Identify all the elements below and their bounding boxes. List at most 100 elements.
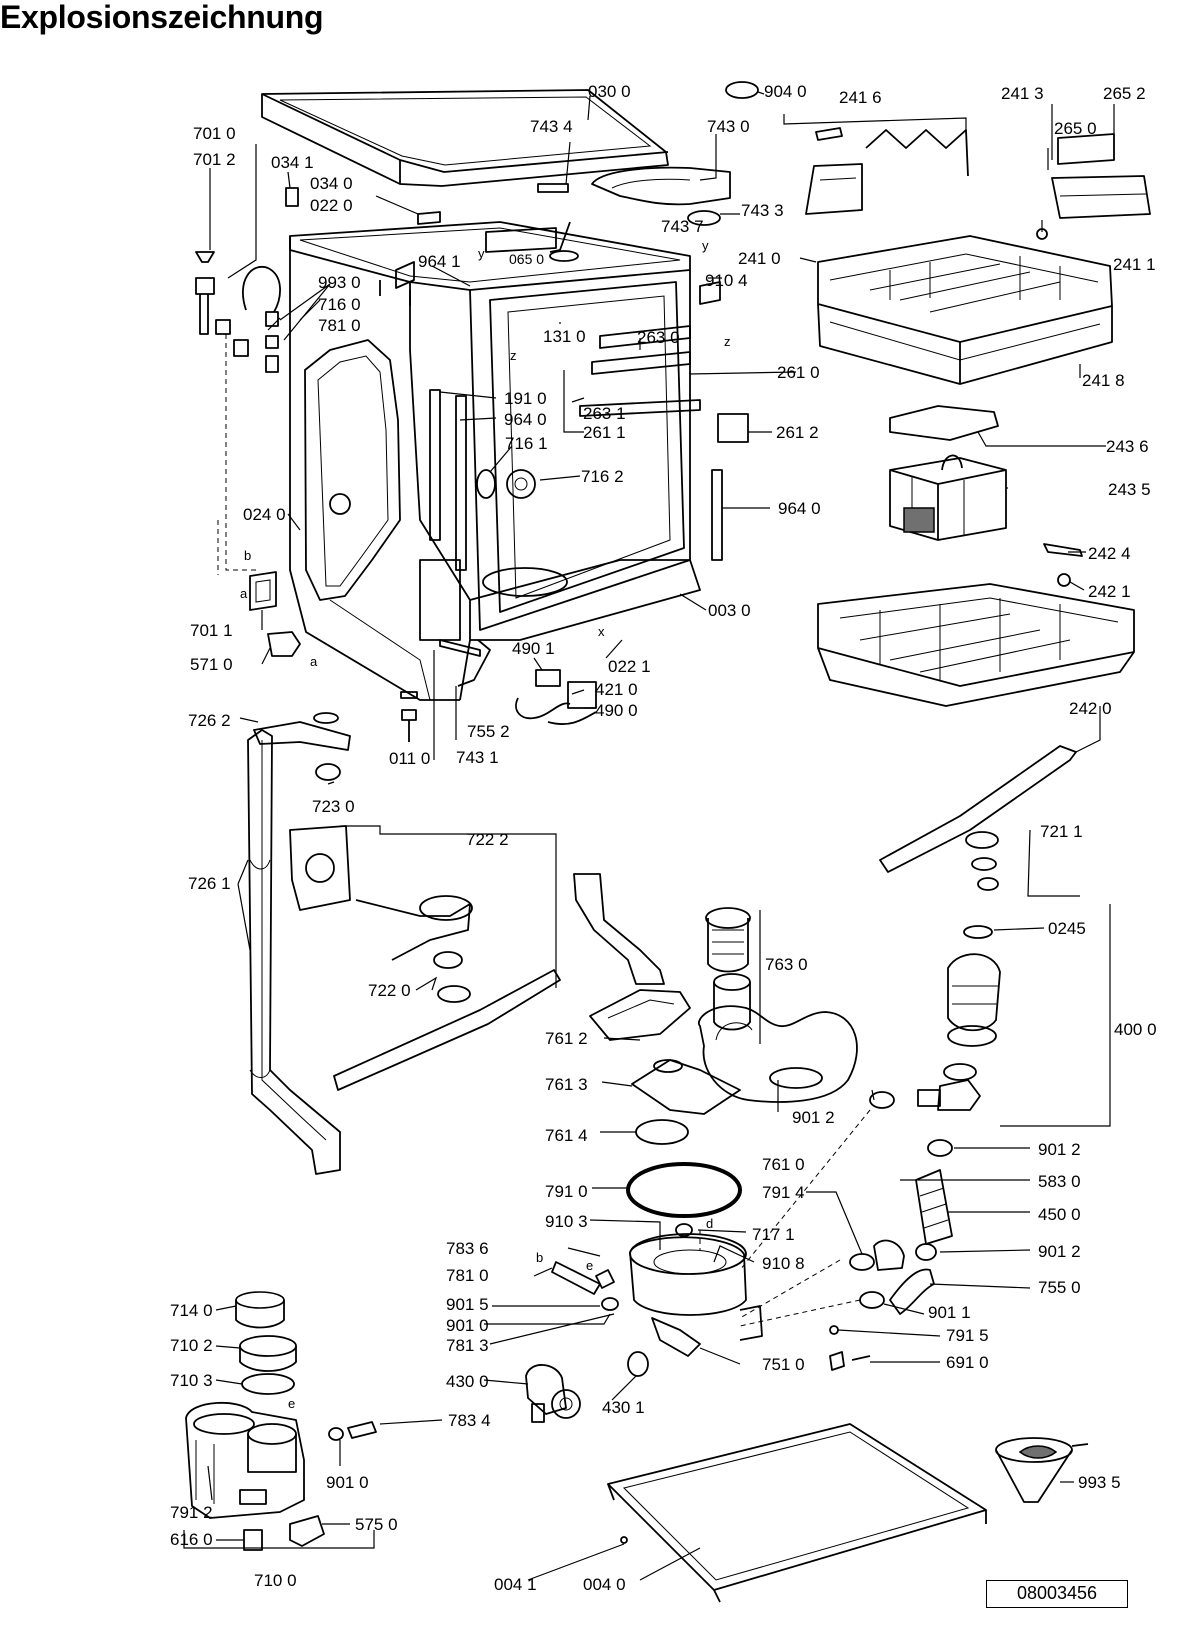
part-label: 034 1 [271, 153, 314, 172]
letter-mark: a [310, 654, 318, 669]
funnel-993-5-part [995, 1437, 1089, 1503]
part-label: 791 5 [946, 1326, 989, 1345]
filter-plate-761-0-part [697, 1005, 858, 1103]
part-label: 004 1 [494, 1575, 537, 1594]
letter-mark: d [706, 1216, 713, 1231]
part-label: 030 0 [588, 82, 631, 101]
worktop-part [261, 89, 669, 187]
upper-spray-arm-722-0-part [333, 951, 561, 1091]
letter-mark: b [244, 548, 251, 563]
clamp-901-2-bottom-part [915, 1243, 937, 1261]
part-label: 781 0 [446, 1266, 489, 1285]
seal-726-2-part [313, 712, 339, 724]
page-title: Explosionszeichnung [0, 0, 324, 35]
part-label: 701 1 [190, 621, 233, 640]
part-label: 781 0 [318, 316, 361, 335]
part-label: 901 2 [1038, 1140, 1081, 1159]
part-label: 131 0 [543, 327, 586, 346]
letter-mark: z [510, 348, 517, 363]
part-label: 011 0 [389, 749, 430, 768]
part-label: 964 1 [418, 252, 461, 271]
part-label: 755 2 [467, 722, 510, 741]
softener-710-0-part [185, 1291, 305, 1519]
part-label: 722 2 [466, 830, 509, 849]
seal-791-0-part [626, 1162, 742, 1218]
clip-242-4-part [1043, 543, 1083, 557]
part-label: 743 3 [741, 201, 784, 220]
part-label: 901 2 [792, 1108, 835, 1127]
part-label: 716 0 [318, 295, 361, 314]
part-label: 726 2 [188, 711, 231, 730]
part-label: 430 0 [446, 1372, 489, 1391]
part-label: 710 3 [170, 1371, 213, 1390]
part-label: 993 5 [1078, 1473, 1121, 1492]
part-label: 034 0 [310, 174, 353, 193]
rack-holder-241-6-part [805, 127, 969, 215]
lower-spray-arm-721-1-part [879, 745, 1077, 891]
sump-cover-761-3-part [631, 1059, 741, 1115]
part-label: 791 4 [762, 1183, 805, 1202]
pipe-761-x-part [573, 873, 665, 985]
bracket-701-1-part [249, 571, 277, 611]
switch-490-1-part [515, 669, 597, 725]
part-label: 400 0 [1114, 1020, 1157, 1039]
part-label: 450 0 [1038, 1205, 1081, 1224]
part-label: 490 1 [512, 639, 555, 658]
part-label: 710 2 [170, 1336, 213, 1355]
part-label: 022 0 [310, 196, 353, 215]
part-label: 743 0 [707, 117, 750, 136]
clamp-901-2-lower-part [927, 1139, 953, 1157]
cap-904-0-part [725, 81, 759, 99]
part-label: 743 4 [530, 117, 573, 136]
connection-line [739, 1259, 841, 1319]
sump-751-0-part [629, 1233, 763, 1357]
part-label: 721 1 [1040, 822, 1083, 841]
part-label: 781 3 [446, 1336, 489, 1355]
holder-761-2-part [589, 989, 691, 1041]
part-label: 993 0 [318, 273, 361, 292]
letter-mark: y [478, 246, 485, 261]
cutlery-basket-243-5-part [889, 454, 1007, 541]
part-label: 964 0 [504, 410, 547, 429]
hose-993-0-part [242, 265, 281, 373]
part-label: 490 0 [595, 701, 638, 720]
part-label: 716 2 [581, 467, 624, 486]
part-label: 003 0 [708, 601, 751, 620]
part-label: 241 1 [1113, 255, 1156, 274]
part-label: 065 0 [509, 251, 544, 267]
valve-571-0-part [267, 631, 301, 657]
seal-761-4-part [635, 1119, 689, 1145]
base-004-0-part [607, 1423, 987, 1603]
hose-guide-line [225, 334, 256, 571]
cabinet-tub-part [289, 211, 749, 701]
cap-717-1-part [675, 1223, 693, 1237]
washer-0245-part [963, 925, 993, 939]
filter-763-0-part [705, 907, 751, 1031]
part-label: 743 1 [456, 748, 499, 767]
part-label: 243 5 [1108, 480, 1151, 499]
part-label: 263 1 [583, 404, 626, 423]
seal-791-4-part [849, 1253, 875, 1271]
letter-mark: e [288, 1396, 295, 1411]
part-label: 791 2 [170, 1503, 213, 1522]
part-label: 242 0 [1069, 699, 1112, 718]
part-label: 024 0 [243, 505, 286, 524]
heater-583-0-part [873, 1239, 905, 1271]
part-label: 964 0 [778, 499, 821, 518]
sensor-575-0-part [289, 1515, 325, 1547]
part-label: 743 7 [661, 217, 704, 236]
part-label: 716 1 [505, 434, 548, 453]
part-label: 691 0 [946, 1353, 989, 1372]
nut-791-5-part [829, 1325, 839, 1335]
part-label: 904 0 [764, 82, 807, 101]
part-label: 722 0 [368, 981, 411, 1000]
part-label: 265 0 [1054, 119, 1097, 138]
letter-mark: b [536, 1250, 543, 1265]
part-label: 901 2 [1038, 1242, 1081, 1261]
sensor-691-0-part [829, 1351, 871, 1371]
part-label: 910 3 [545, 1212, 588, 1231]
valve-781-0-part [551, 1261, 619, 1311]
leader-lines [183, 91, 1115, 1581]
lower-basket-242-0-part [817, 583, 1135, 707]
water-pipe-726-1-part [247, 729, 341, 1175]
